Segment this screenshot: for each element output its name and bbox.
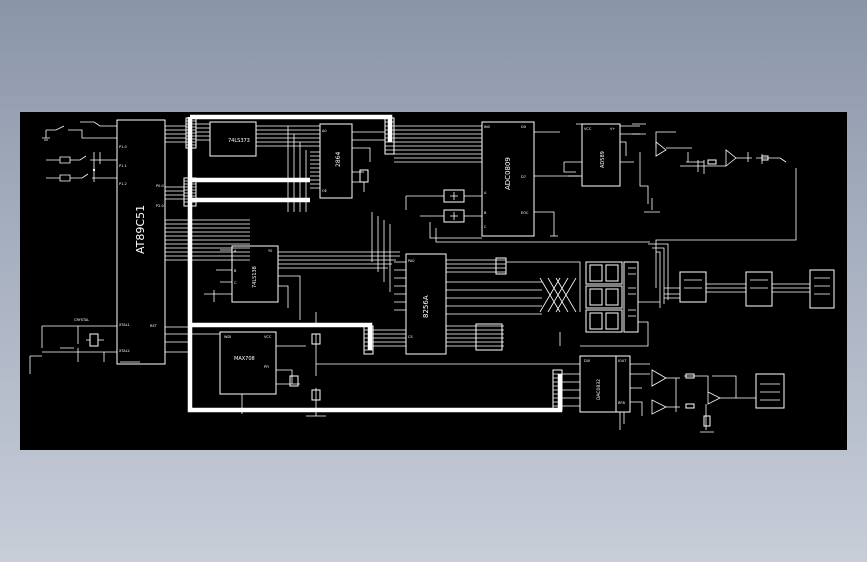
output-modules [648,243,835,309]
chip-label-decoder: 74LS138 [252,266,258,288]
analog-input-chain [639,131,797,288]
chip-label-ppi: 8256A [422,295,430,318]
svg-text:C: C [484,225,487,229]
svg-text:P2.0: P2.0 [156,204,164,208]
svg-text:A: A [234,249,237,253]
svg-text:D7: D7 [521,175,526,179]
chip-8256a: 8256A [373,253,542,355]
svg-text:P1.1: P1.1 [119,164,127,168]
svg-text:A: A [484,191,487,195]
bus-connectors [183,117,563,411]
svg-text:RST: RST [150,324,158,328]
display-matrix [506,261,660,347]
svg-text:PA0: PA0 [408,259,415,263]
chip-label-ref: AD589 [600,151,606,168]
chip-label-adc: ADC0809 [504,157,512,190]
svg-text:IN0: IN0 [484,125,490,129]
svg-text:RFB: RFB [618,401,625,405]
chip-label-eprom: 2864 [335,152,342,167]
crystal-reset-circuit: CRYSTAL [29,318,140,374]
svg-text:P1.2: P1.2 [119,182,127,186]
svg-text:WDI: WDI [224,335,231,339]
svg-text:P0.0: P0.0 [156,184,164,188]
chip-max708: MAX708 [219,312,326,417]
chip-74ls138: 74LS138 [204,212,400,320]
svg-text:A0: A0 [322,129,327,133]
svg-text:D0: D0 [521,125,526,129]
svg-text:V+: V+ [610,127,615,131]
input-switches [42,121,117,182]
chip-74ls373: 74LS373 [196,121,320,157]
svg-text:B: B [234,269,237,273]
svg-text:CRYSTAL: CRYSTAL [74,318,89,322]
chip-label-dac: DAC0832 [596,379,602,400]
svg-text:Y0: Y0 [268,249,272,253]
svg-text:CS: CS [408,335,413,339]
chip-label-latch: 74LS373 [228,138,250,144]
svg-text:EOC: EOC [521,211,529,215]
svg-text:IOUT: IOUT [618,359,627,363]
svg-text:B: B [484,211,487,215]
svg-text:VCC: VCC [264,335,272,339]
output-amplifiers [619,369,785,433]
chip-2864: 2864 [287,123,385,212]
svg-text:DI0: DI0 [584,359,590,363]
svg-text:XTAL1: XTAL1 [119,323,130,327]
svg-text:P1.0: P1.0 [119,145,127,149]
svg-text:VCC: VCC [584,127,592,131]
chip-ad589: AD589 [563,123,646,187]
svg-text:XTAL2: XTAL2 [119,349,130,353]
chip-dac0832: DAC0832 [316,355,650,416]
svg-text:C: C [234,281,237,285]
svg-text:PFI: PFI [264,365,269,369]
chip-adc0809: ADC0809 [394,121,650,243]
svg-text:OE: OE [322,189,327,193]
chip-label-watchdog: MAX708 [234,356,255,362]
chip-label-mcu: AT89C51 [134,205,147,254]
